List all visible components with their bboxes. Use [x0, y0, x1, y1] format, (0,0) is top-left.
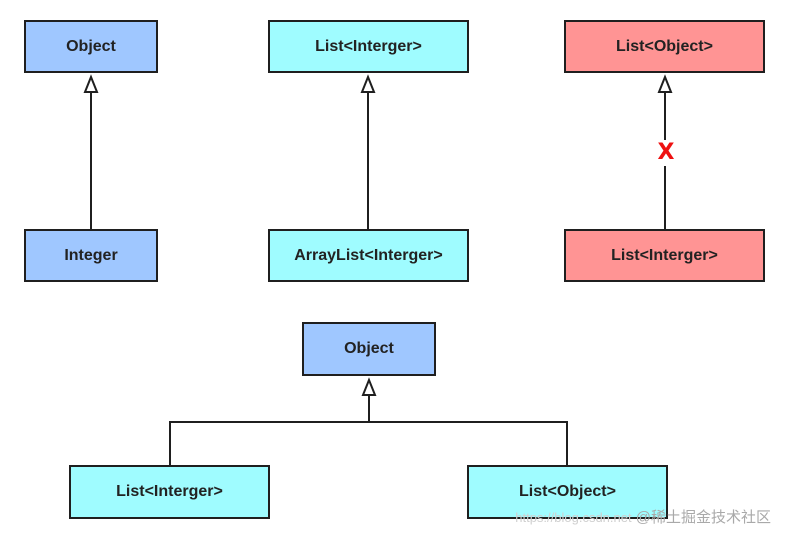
node-integer: Integer: [24, 229, 158, 282]
node-object: Object: [24, 20, 158, 73]
arrowhead-icon: [657, 74, 673, 93]
node-arraylist-interger: ArrayList<Interger>: [268, 229, 469, 282]
arrowhead-icon: [361, 377, 377, 396]
node-list-object-sibling: List<Object>: [467, 465, 668, 519]
tree-branch-line: [169, 421, 568, 465]
not-subtype-cross-icon: X: [656, 140, 676, 166]
watermark-url: https://blog.csdn.net: [515, 510, 632, 525]
arrowhead-icon: [83, 74, 99, 93]
arrowhead-icon: [360, 74, 376, 93]
watermark: https://blog.csdn.net @稀土掘金技术社区: [515, 506, 771, 527]
node-list-interger-incompatible: List<Interger>: [564, 229, 765, 282]
node-list-object: List<Object>: [564, 20, 765, 73]
node-list-interger-sibling: List<Interger>: [69, 465, 270, 519]
node-object-root: Object: [302, 322, 436, 376]
node-list-interger: List<Interger>: [268, 20, 469, 73]
watermark-label: @稀土掘金技术社区: [635, 509, 771, 526]
